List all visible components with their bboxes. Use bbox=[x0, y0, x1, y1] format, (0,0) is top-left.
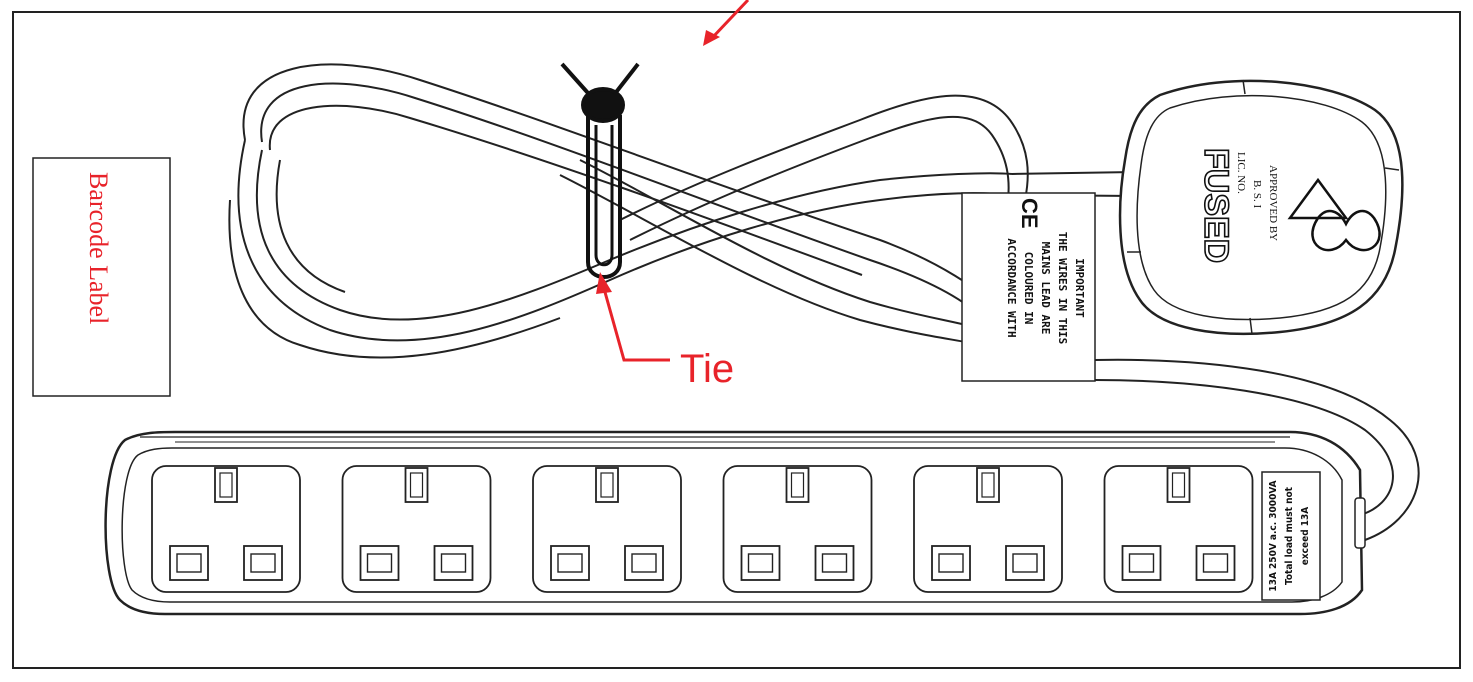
pin-slot-inner bbox=[938, 553, 964, 573]
bsi-kitemark-icon bbox=[1287, 177, 1381, 252]
pin-slot bbox=[1195, 545, 1236, 581]
barcode-label-box: Barcode Label bbox=[32, 157, 171, 397]
socket-outlet bbox=[913, 465, 1063, 593]
tag-line-5: ACCORDANCE WITH bbox=[1005, 238, 1018, 337]
tie-label: Tie bbox=[680, 347, 734, 391]
tag-line-4: COLOURED IN bbox=[1022, 252, 1035, 325]
pin-slot bbox=[740, 545, 781, 581]
tag-line-1: IMPORTANT bbox=[1073, 258, 1086, 318]
tie-annotation: Tie bbox=[596, 272, 734, 391]
pin-slot-inner bbox=[631, 553, 657, 573]
coiled-cable bbox=[228, 63, 1420, 541]
twist-tie bbox=[560, 62, 640, 279]
pin-slot-inner bbox=[821, 553, 848, 573]
socket-outlet bbox=[532, 465, 682, 593]
extension-block: 13A 250V a.c. 3000VA Total load must not… bbox=[104, 430, 1366, 616]
pin-slot-inner bbox=[176, 553, 202, 573]
tag-line-3: MAINS LEAD ARE bbox=[1039, 242, 1052, 335]
earth-pin-slot-inner bbox=[790, 472, 805, 498]
pin-slot-inner bbox=[1012, 553, 1038, 573]
socket-outlet bbox=[341, 465, 492, 593]
socket-row bbox=[151, 465, 1254, 593]
pin-slot bbox=[550, 545, 590, 581]
plug-fused: FUSED bbox=[1197, 148, 1235, 263]
pin-slot bbox=[931, 545, 971, 581]
pin-slot bbox=[814, 545, 855, 581]
uk-plug: APPROVED BY B. S. I LIC. NO. FUSED bbox=[1118, 79, 1404, 336]
pin-slot bbox=[624, 545, 664, 581]
pin-slot-inner bbox=[366, 553, 393, 573]
earth-pin-slot-inner bbox=[1171, 472, 1186, 498]
plug-licence: LIC. NO. bbox=[1235, 152, 1247, 194]
pin-slot bbox=[433, 545, 474, 581]
earth-pin-slot-inner bbox=[219, 472, 233, 498]
rating-line-2: Total load must not bbox=[1284, 486, 1295, 585]
ce-mark: CE bbox=[1017, 198, 1042, 229]
earth-pin-slot-inner bbox=[409, 472, 424, 498]
earth-pin-slot-inner bbox=[600, 472, 614, 498]
pin-slot-inner bbox=[1202, 553, 1229, 573]
rating-panel: 13A 250V a.c. 3000VA Total load must not… bbox=[1261, 471, 1321, 601]
pin-slot bbox=[1121, 545, 1162, 581]
pin-slot-inner bbox=[557, 553, 583, 573]
socket-outlet bbox=[151, 465, 301, 593]
pin-slot bbox=[359, 545, 400, 581]
pin-slot-inner bbox=[747, 553, 774, 573]
pin-slot bbox=[1005, 545, 1045, 581]
plug-bsi: B. S. I bbox=[1251, 180, 1263, 208]
pin-slot bbox=[243, 545, 283, 581]
pin-slot-inner bbox=[250, 553, 276, 573]
barcode-label-text: Barcode Label bbox=[84, 172, 113, 324]
pin-slot-inner bbox=[1128, 553, 1155, 573]
rating-line-3: exceed 13A bbox=[1300, 507, 1311, 566]
pin-slot bbox=[169, 545, 209, 581]
tag-line-2: THE WIRES IN THIS bbox=[1056, 232, 1069, 345]
plug-approved-by: APPROVED BY bbox=[1267, 165, 1279, 241]
socket-outlet bbox=[722, 465, 873, 593]
cable-warning-tag: CE IMPORTANT THE WIRES IN THIS MAINS LEA… bbox=[961, 192, 1096, 382]
socket-outlet bbox=[1103, 465, 1254, 593]
top-pointer-arrow bbox=[703, 0, 750, 46]
rating-line-1: 13A 250V a.c. 3000VA bbox=[1268, 480, 1279, 591]
pin-slot-inner bbox=[440, 553, 467, 573]
earth-pin-slot-inner bbox=[981, 472, 995, 498]
